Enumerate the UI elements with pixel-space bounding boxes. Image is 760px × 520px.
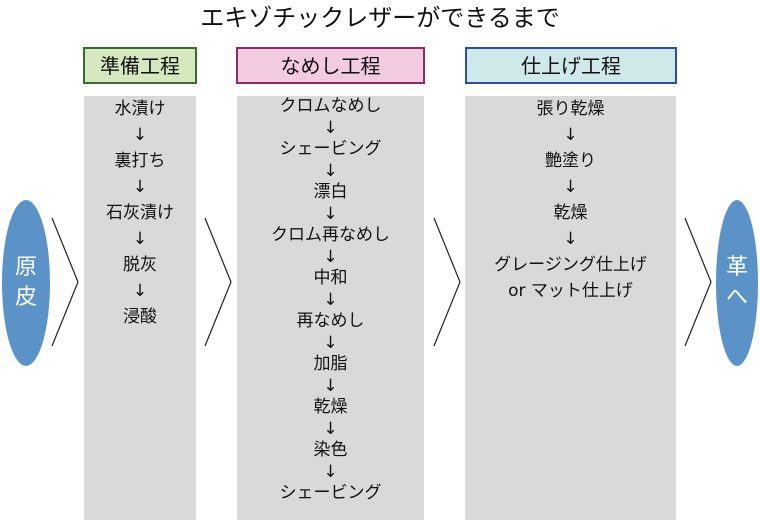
start-raw-hide-oval: 原 皮 — [2, 200, 50, 366]
down-arrow-icon: ↓ — [563, 177, 578, 197]
tanning-steps-panel: クロムなめし↓シェービング↓漂白↓クロム再なめし↓中和↓再なめし↓加脂↓乾燥↓染… — [237, 96, 424, 520]
down-arrow-icon: ↓ — [132, 229, 148, 249]
process-step: 脱灰 — [123, 255, 157, 275]
down-arrow-icon: ↓ — [132, 281, 148, 301]
down-arrow-icon: ↓ — [323, 418, 338, 439]
finishing-steps-panel: 張り乾燥 ↓ 艶塗り ↓ 乾燥 ↓ グレージング仕上げ or マット仕上げ — [465, 96, 676, 520]
process-step: 乾燥 — [553, 203, 588, 223]
start-label-1: 原 — [14, 255, 37, 280]
start-label-2: 皮 — [14, 285, 37, 310]
process-step: クロム再なめし — [271, 225, 390, 245]
chevron-arrow-icon — [684, 217, 712, 347]
process-step: or マット仕上げ — [508, 281, 633, 301]
process-step: 張り乾燥 — [536, 99, 605, 119]
down-arrow-icon: ↓ — [323, 375, 338, 396]
end-leather-oval: 革 へ — [716, 200, 758, 366]
process-step: 乾燥 — [313, 397, 348, 417]
chevron-arrow-icon — [51, 217, 79, 347]
process-step: 艶塗り — [545, 151, 596, 171]
process-step: 浸酸 — [123, 307, 157, 327]
end-label-1: 革 — [725, 255, 748, 280]
header-preparation: 準備工程 — [83, 47, 197, 84]
process-step: 裏打ち — [114, 151, 166, 171]
process-step: 石灰漬け — [106, 203, 174, 223]
preparation-steps-panel: 水漬け ↓ 裏打ち ↓ 石灰漬け ↓ 脱灰 ↓ 浸酸 — [84, 96, 196, 520]
process-step: 漂白 — [313, 182, 348, 202]
chevron-arrow-icon — [433, 217, 461, 347]
process-step: シェービング — [279, 139, 382, 159]
header-finishing: 仕上げ工程 — [465, 47, 677, 84]
down-arrow-icon: ↓ — [132, 125, 148, 145]
down-arrow-icon: ↓ — [323, 246, 338, 267]
process-step: クロムなめし — [279, 96, 382, 116]
process-step: 染色 — [313, 440, 348, 460]
end-label-2: へ — [725, 285, 748, 310]
process-step: 水漬け — [114, 99, 166, 119]
process-step: グレージング仕上げ — [494, 255, 647, 275]
down-arrow-icon: ↓ — [323, 332, 338, 353]
down-arrow-icon: ↓ — [323, 289, 338, 310]
process-step: 加脂 — [313, 354, 348, 374]
process-step: 再なめし — [296, 311, 365, 331]
down-arrow-icon: ↓ — [132, 177, 148, 197]
down-arrow-icon: ↓ — [323, 160, 338, 181]
down-arrow-icon: ↓ — [323, 461, 338, 482]
chevron-arrow-icon — [204, 217, 232, 347]
down-arrow-icon: ↓ — [563, 229, 578, 249]
process-step: 中和 — [313, 268, 348, 288]
header-tanning: なめし工程 — [236, 47, 425, 84]
diagram-title: エキゾチックレザーができるまで — [200, 4, 560, 32]
down-arrow-icon: ↓ — [323, 117, 338, 138]
process-step: シェービング — [279, 483, 382, 503]
down-arrow-icon: ↓ — [563, 125, 578, 145]
down-arrow-icon: ↓ — [323, 203, 338, 224]
